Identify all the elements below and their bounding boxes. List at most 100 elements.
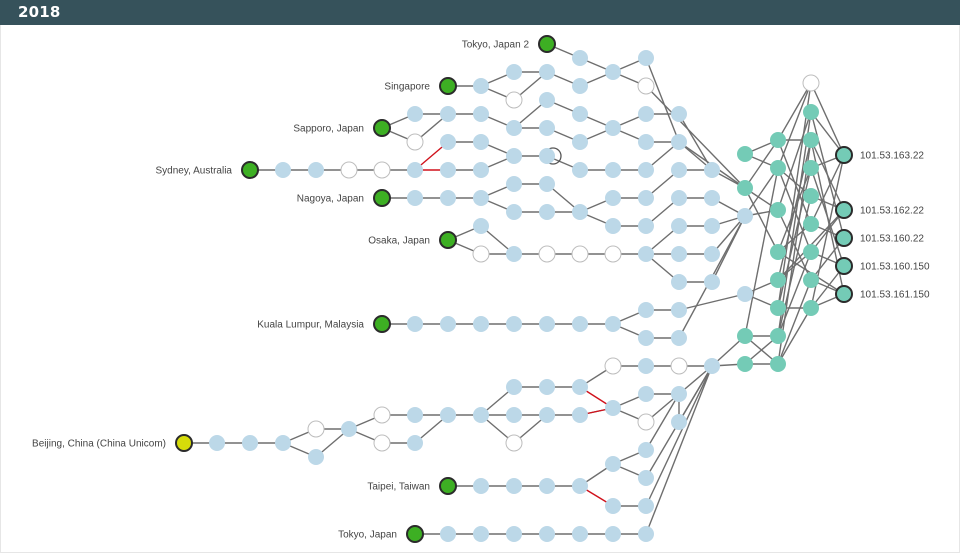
hop-node[interactable] xyxy=(341,421,357,437)
hop-node[interactable] xyxy=(704,274,720,290)
hop-node[interactable] xyxy=(473,407,489,423)
hop-node[interactable] xyxy=(275,435,291,451)
unknown-hop-node[interactable] xyxy=(373,161,391,179)
source-agent-node[interactable] xyxy=(373,189,391,207)
hop-node[interactable] xyxy=(473,316,489,332)
hop-node[interactable] xyxy=(638,330,654,346)
hop-node[interactable] xyxy=(275,162,291,178)
hop-node[interactable] xyxy=(638,246,654,262)
hop-node[interactable] xyxy=(737,208,753,224)
target-server-node[interactable] xyxy=(835,146,853,164)
hop-node[interactable] xyxy=(704,218,720,234)
hop-node[interactable] xyxy=(770,356,786,372)
hop-node[interactable] xyxy=(770,272,786,288)
hop-node[interactable] xyxy=(605,400,621,416)
source-agent-node[interactable] xyxy=(538,35,556,53)
hop-node[interactable] xyxy=(572,78,588,94)
hop-node[interactable] xyxy=(440,316,456,332)
hop-node[interactable] xyxy=(638,302,654,318)
hop-node[interactable] xyxy=(506,407,522,423)
unknown-hop-node[interactable] xyxy=(505,434,523,452)
hop-node[interactable] xyxy=(704,190,720,206)
hop-node[interactable] xyxy=(506,379,522,395)
hop-node[interactable] xyxy=(803,132,819,148)
unknown-hop-node[interactable] xyxy=(637,413,655,431)
hop-node[interactable] xyxy=(671,134,687,150)
hop-node[interactable] xyxy=(605,64,621,80)
hop-node[interactable] xyxy=(803,216,819,232)
unknown-hop-node[interactable] xyxy=(505,91,523,109)
hop-node[interactable] xyxy=(539,92,555,108)
hop-node[interactable] xyxy=(440,162,456,178)
hop-node[interactable] xyxy=(638,50,654,66)
hop-node[interactable] xyxy=(572,162,588,178)
hop-node[interactable] xyxy=(704,246,720,262)
hop-node[interactable] xyxy=(473,162,489,178)
hop-node[interactable] xyxy=(737,180,753,196)
hop-node[interactable] xyxy=(737,286,753,302)
hop-node[interactable] xyxy=(671,274,687,290)
hop-node[interactable] xyxy=(704,162,720,178)
target-server-node[interactable] xyxy=(835,257,853,275)
hop-node[interactable] xyxy=(506,478,522,494)
source-agent-node[interactable] xyxy=(439,477,457,495)
hop-node[interactable] xyxy=(407,162,423,178)
hop-node[interactable] xyxy=(572,106,588,122)
hop-node[interactable] xyxy=(506,316,522,332)
hop-node[interactable] xyxy=(440,134,456,150)
hop-node[interactable] xyxy=(539,148,555,164)
hop-node[interactable] xyxy=(506,120,522,136)
source-agent-node[interactable] xyxy=(373,119,391,137)
hop-node[interactable] xyxy=(770,328,786,344)
unknown-hop-node[interactable] xyxy=(373,434,391,452)
hop-node[interactable] xyxy=(704,358,720,374)
unknown-hop-node[interactable] xyxy=(307,420,325,438)
hop-node[interactable] xyxy=(440,407,456,423)
hop-node[interactable] xyxy=(638,386,654,402)
source-agent-node[interactable] xyxy=(373,315,391,333)
hop-node[interactable] xyxy=(539,379,555,395)
hop-node[interactable] xyxy=(572,134,588,150)
hop-node[interactable] xyxy=(803,188,819,204)
hop-node[interactable] xyxy=(605,162,621,178)
hop-node[interactable] xyxy=(572,379,588,395)
source-agent-node[interactable] xyxy=(406,525,424,543)
hop-node[interactable] xyxy=(638,134,654,150)
hop-node[interactable] xyxy=(671,414,687,430)
hop-node[interactable] xyxy=(473,190,489,206)
hop-node[interactable] xyxy=(209,435,225,451)
hop-node[interactable] xyxy=(506,148,522,164)
hop-node[interactable] xyxy=(506,246,522,262)
hop-node[interactable] xyxy=(770,300,786,316)
hop-node[interactable] xyxy=(737,146,753,162)
hop-node[interactable] xyxy=(308,449,324,465)
source-agent-node[interactable] xyxy=(439,77,457,95)
hop-node[interactable] xyxy=(737,356,753,372)
hop-node[interactable] xyxy=(671,218,687,234)
hop-node[interactable] xyxy=(671,106,687,122)
hop-node[interactable] xyxy=(605,498,621,514)
hop-node[interactable] xyxy=(572,50,588,66)
hop-node[interactable] xyxy=(572,204,588,220)
hop-node[interactable] xyxy=(605,316,621,332)
hop-node[interactable] xyxy=(737,328,753,344)
unknown-hop-node[interactable] xyxy=(604,357,622,375)
hop-node[interactable] xyxy=(506,176,522,192)
hop-node[interactable] xyxy=(572,526,588,542)
unknown-hop-node[interactable] xyxy=(604,245,622,263)
hop-node[interactable] xyxy=(638,218,654,234)
hop-node[interactable] xyxy=(506,64,522,80)
unknown-hop-node[interactable] xyxy=(637,77,655,95)
hop-node[interactable] xyxy=(572,407,588,423)
hop-node[interactable] xyxy=(638,526,654,542)
hop-node[interactable] xyxy=(605,120,621,136)
hop-node[interactable] xyxy=(539,176,555,192)
hop-node[interactable] xyxy=(539,120,555,136)
unknown-hop-node[interactable] xyxy=(802,74,820,92)
hop-node[interactable] xyxy=(407,106,423,122)
hop-node[interactable] xyxy=(407,190,423,206)
hop-node[interactable] xyxy=(506,204,522,220)
hop-node[interactable] xyxy=(638,358,654,374)
source-agent-node[interactable] xyxy=(241,161,259,179)
hop-node[interactable] xyxy=(539,204,555,220)
